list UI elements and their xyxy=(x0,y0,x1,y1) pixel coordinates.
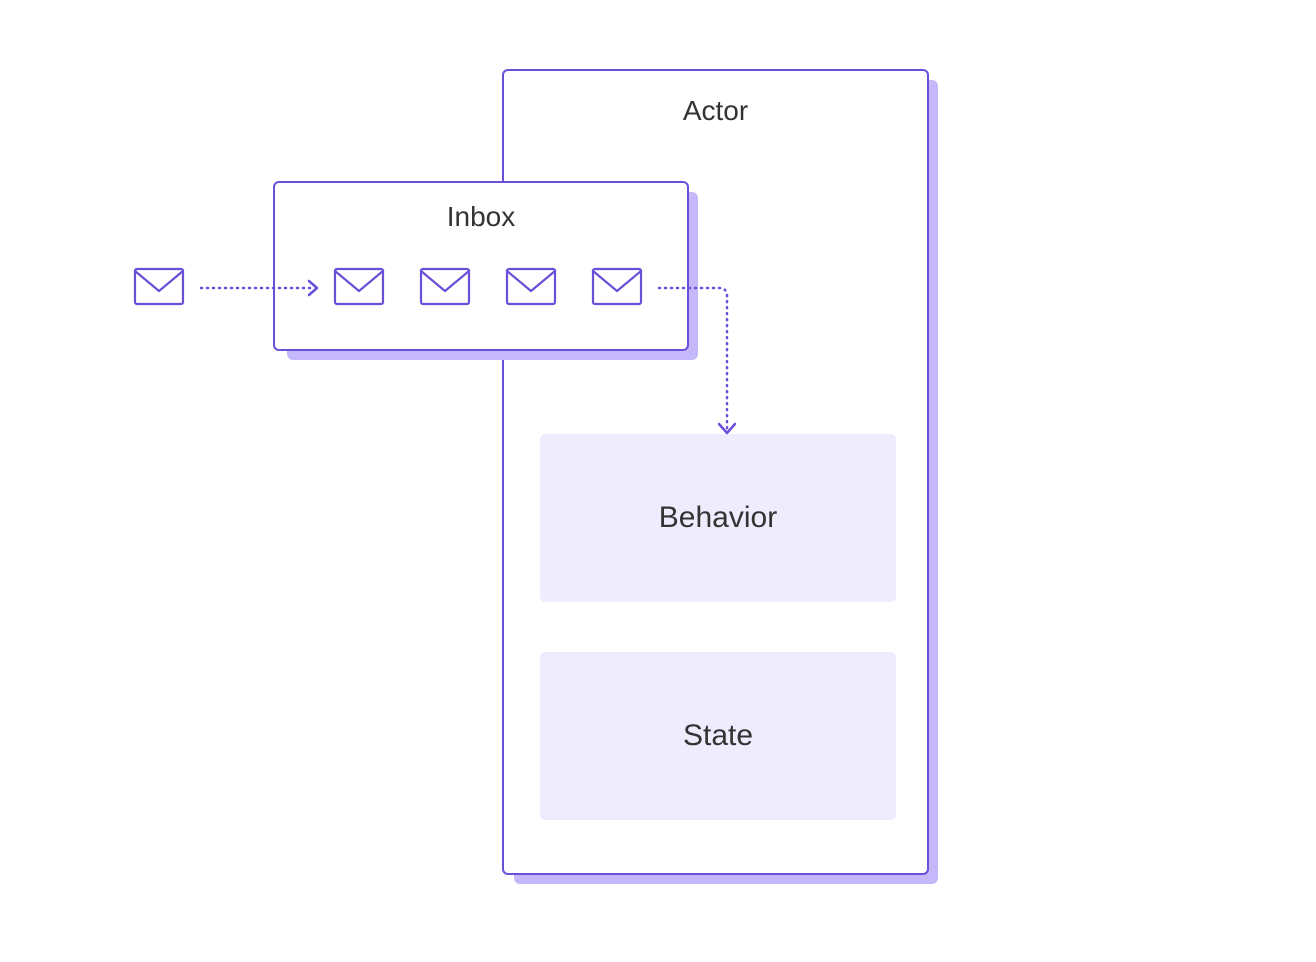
actor-title: Actor xyxy=(682,95,749,126)
state-label: State xyxy=(682,719,754,752)
arrow-to-behavior xyxy=(657,286,737,435)
queued-envelope-icon xyxy=(419,267,471,306)
queued-envelope-icon xyxy=(505,267,557,306)
queued-envelope-icon xyxy=(333,267,385,306)
queued-envelope-icon xyxy=(591,267,643,306)
arrow-into-inbox xyxy=(199,279,319,297)
behavior-panel: Behavior xyxy=(540,434,896,602)
behavior-label: Behavior xyxy=(658,501,778,534)
inbox-box xyxy=(273,181,689,351)
incoming-envelope-icon xyxy=(133,267,185,306)
inbox-title: Inbox xyxy=(446,201,516,232)
state-panel: State xyxy=(540,652,896,820)
